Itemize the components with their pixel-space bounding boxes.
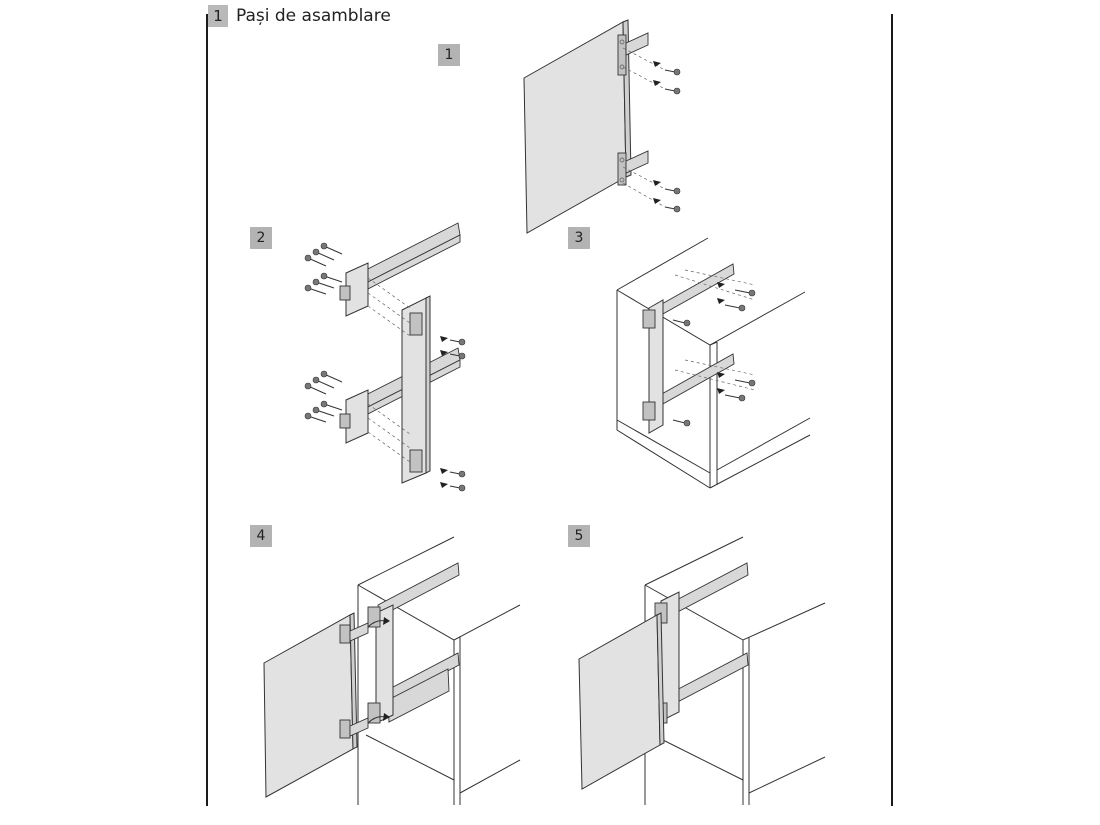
left-screws-lower: [304, 370, 343, 423]
left-margin-rule: [206, 14, 208, 806]
right-screws: [440, 336, 466, 492]
step-3-badge: 3: [568, 227, 590, 249]
lower-bracket: [617, 150, 649, 186]
section-header: 1 Pași de asamblare: [208, 4, 391, 28]
step-2-illustration: [304, 222, 466, 492]
step-2-badge: 2: [250, 227, 272, 249]
step-5-illustration: [578, 536, 826, 805]
section-number: 1: [208, 5, 228, 27]
step-3-illustration: [616, 237, 811, 489]
upper-bracket: [617, 32, 649, 76]
section-title: Pași de asamblare: [236, 6, 391, 26]
screws-bottom: [622, 166, 681, 213]
step-1-illustration: [523, 19, 681, 234]
step-5-badge: 5: [568, 525, 590, 547]
left-screws-upper: [304, 242, 343, 295]
step-4-badge: 4: [250, 525, 272, 547]
screws-top: [622, 47, 681, 95]
right-margin-rule: [891, 14, 893, 806]
step-4-illustration: [263, 536, 521, 805]
step-1-badge: 1: [438, 44, 460, 66]
